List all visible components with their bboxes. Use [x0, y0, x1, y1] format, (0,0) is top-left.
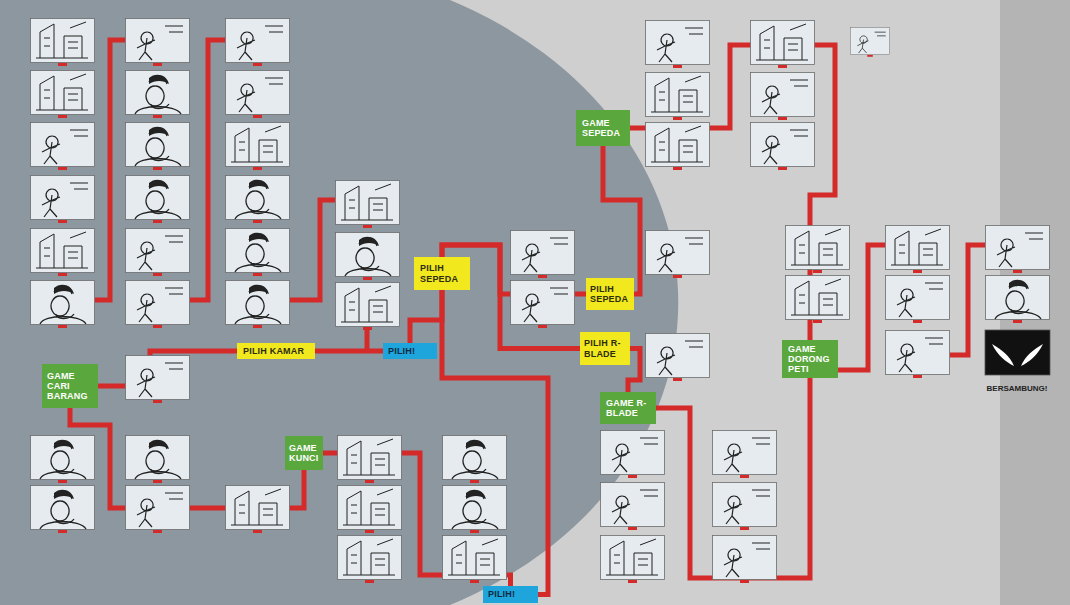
story-panel	[511, 231, 575, 279]
story-panel	[713, 431, 777, 479]
panel-link	[290, 200, 335, 300]
story-panel	[786, 226, 850, 274]
story-panel	[31, 123, 95, 171]
flow-line	[442, 290, 548, 595]
final-panel	[985, 330, 1050, 375]
story-panel	[126, 281, 190, 329]
story-panel	[646, 21, 710, 69]
panel-link	[950, 245, 985, 355]
story-panel	[646, 123, 710, 171]
panel-links	[95, 40, 985, 370]
story-panel	[601, 483, 665, 531]
game-box: GAME R-BLADE	[600, 392, 656, 424]
story-panel	[31, 229, 95, 277]
story-panel	[126, 486, 190, 534]
node-text: PILIH KAMAR	[243, 346, 309, 356]
story-panel	[713, 483, 777, 531]
flow-line	[603, 146, 640, 294]
panel-link	[190, 40, 225, 300]
story-panel	[601, 431, 665, 479]
node-text: GAME SEPEDA	[582, 118, 624, 138]
story-panel	[336, 233, 400, 281]
game-box: GAME DORONG PETI	[782, 340, 838, 378]
story-panel	[713, 536, 777, 584]
story-panel	[126, 176, 190, 224]
node-text: GAME DORONG PETI	[788, 344, 832, 374]
node-text: PILIH SEPEDA	[420, 263, 464, 283]
choice-box: PILIH R-BLADE	[580, 332, 630, 365]
story-panel	[126, 229, 190, 277]
node-text: GAME CARI BARANG	[47, 371, 93, 401]
story-panel	[226, 229, 290, 277]
game-box: GAME KUNCI	[285, 436, 323, 470]
node-text: PILIH!	[388, 346, 432, 356]
story-panel	[886, 331, 950, 379]
story-panel	[338, 486, 402, 534]
panel-link	[95, 40, 125, 300]
story-panel	[226, 123, 290, 171]
continued-label: BERSAMBUNG!	[972, 384, 1062, 393]
story-panel	[226, 176, 290, 224]
node-text: PILIH!	[488, 589, 533, 599]
story-panel	[31, 436, 95, 484]
story-panel	[126, 356, 190, 404]
node-text: GAME KUNCI	[289, 443, 319, 463]
story-panel	[443, 486, 507, 534]
story-panel	[986, 276, 1050, 324]
story-panel	[751, 21, 815, 69]
story-panel	[31, 486, 95, 534]
node-text: PILIH SEPEDA	[590, 284, 630, 304]
story-panel	[986, 226, 1050, 274]
story-panel	[31, 281, 95, 329]
flow-line	[315, 349, 383, 354]
flow-line	[410, 290, 442, 343]
story-panel	[126, 19, 190, 67]
choice-box: PILIH SEPEDA	[586, 278, 634, 310]
story-panel	[226, 19, 290, 67]
story-panel	[443, 436, 507, 484]
eye-shape	[1021, 344, 1043, 366]
story-panel	[443, 536, 507, 584]
eye-shape	[992, 344, 1014, 366]
game-box: GAME CARI BARANG	[42, 364, 98, 408]
story-panel	[126, 436, 190, 484]
story-panel	[886, 226, 950, 274]
story-panel	[646, 334, 710, 382]
node-text: GAME R-BLADE	[606, 398, 650, 418]
story-panel	[336, 181, 400, 229]
story-panel	[886, 276, 950, 324]
story-panel	[31, 19, 95, 67]
story-panel	[31, 176, 95, 224]
story-panel	[646, 231, 710, 279]
story-panel	[226, 281, 290, 329]
choice-box: PILIH KAMAR	[237, 343, 315, 359]
story-panel	[126, 71, 190, 119]
story-panel	[786, 276, 850, 324]
story-panel	[31, 71, 95, 119]
background-blob	[0, 0, 678, 605]
story-panel	[751, 73, 815, 121]
story-panel	[601, 536, 665, 584]
story-panel	[751, 123, 815, 171]
prompt-box: PILIH!	[383, 343, 437, 359]
story-panel	[126, 123, 190, 171]
game-box: GAME SEPEDA	[576, 110, 630, 146]
story-panel	[226, 71, 290, 119]
story-panel	[646, 73, 710, 121]
prompt-box: PILIH!	[483, 586, 538, 603]
story-panel	[226, 486, 290, 534]
story-panel	[511, 281, 575, 329]
story-panel	[338, 436, 402, 484]
panel-link	[365, 327, 370, 351]
story-panel	[338, 536, 402, 584]
choice-box: PILIH SEPEDA	[414, 257, 470, 290]
node-text: PILIH R-BLADE	[584, 338, 626, 358]
story-panel	[850, 28, 889, 57]
story-panel	[336, 283, 400, 331]
